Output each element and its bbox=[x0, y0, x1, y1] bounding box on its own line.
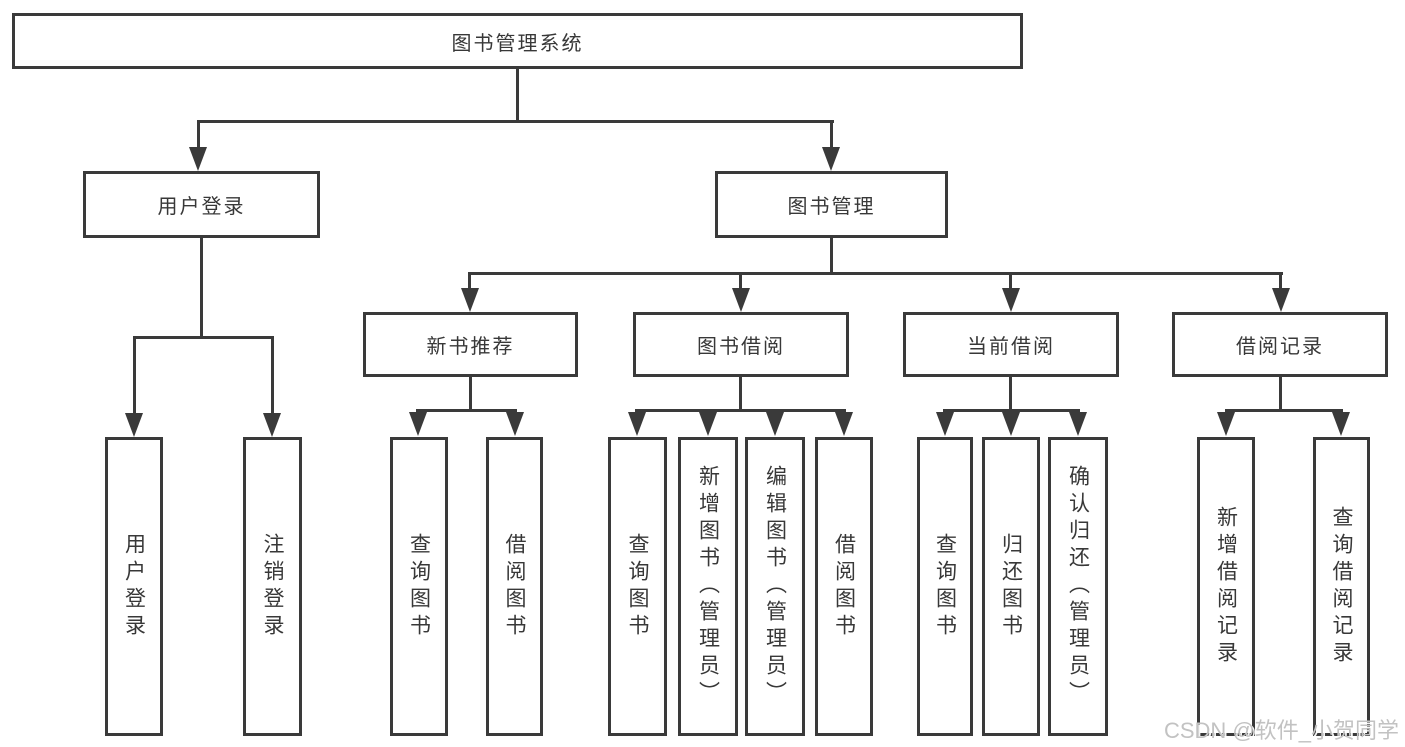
connector-line bbox=[1225, 409, 1343, 412]
connector-line bbox=[200, 238, 203, 336]
arrowhead-down-icon bbox=[699, 412, 717, 436]
leaf-user-login: 用户登录 bbox=[105, 437, 163, 736]
leaf-borrowing-edit-books-admin: 编辑图书（管理员） bbox=[745, 437, 805, 736]
arrowhead-down-icon bbox=[1332, 412, 1350, 436]
leaf-user-login-label: 用户登录 bbox=[122, 532, 146, 641]
node-user-login-branch-label: 用户登录 bbox=[157, 196, 246, 218]
node-new-book-recommend-label: 新书推荐 bbox=[426, 336, 515, 358]
connector-line bbox=[739, 272, 742, 290]
connector-line bbox=[635, 409, 846, 412]
leaf-current-confirm-return-admin: 确认归还（管理员） bbox=[1048, 437, 1108, 736]
connector-line bbox=[469, 377, 472, 409]
node-book-management-branch-label: 图书管理 bbox=[787, 196, 876, 218]
node-book-borrowing: 图书借阅 bbox=[633, 312, 849, 377]
arrowhead-down-icon bbox=[822, 147, 840, 171]
leaf-records-query-record: 查询借阅记录 bbox=[1313, 437, 1370, 736]
node-new-book-recommend: 新书推荐 bbox=[363, 312, 578, 377]
connector-line bbox=[516, 69, 519, 120]
arrowhead-down-icon bbox=[506, 412, 524, 436]
connector-line bbox=[133, 336, 274, 339]
leaf-current-return-books-label: 归还图书 bbox=[999, 532, 1023, 641]
node-borrowing-records-label: 借阅记录 bbox=[1236, 336, 1324, 358]
leaf-borrowing-edit-books-admin-label: 编辑图书（管理员） bbox=[763, 465, 787, 708]
leaf-current-query-books: 查询图书 bbox=[917, 437, 973, 736]
connector-line bbox=[830, 120, 833, 149]
connector-line bbox=[271, 336, 274, 413]
connector-line bbox=[943, 409, 1080, 412]
node-borrowing-records: 借阅记录 bbox=[1172, 312, 1388, 377]
node-current-borrowing: 当前借阅 bbox=[903, 312, 1119, 377]
node-root: 图书管理系统 bbox=[12, 13, 1023, 69]
connector-line bbox=[1009, 377, 1012, 409]
leaf-current-confirm-return-admin-label: 确认归还（管理员） bbox=[1066, 465, 1090, 708]
leaf-records-add-record-label: 新增借阅记录 bbox=[1214, 505, 1238, 668]
leaf-records-query-record-label: 查询借阅记录 bbox=[1330, 505, 1353, 668]
connector-line bbox=[739, 377, 742, 409]
leaf-records-add-record: 新增借阅记录 bbox=[1197, 437, 1255, 736]
connector-line bbox=[133, 336, 136, 413]
leaf-current-query-books-label: 查询图书 bbox=[933, 532, 957, 641]
arrowhead-down-icon bbox=[1217, 412, 1235, 436]
arrowhead-down-icon bbox=[125, 413, 143, 437]
connector-line bbox=[1279, 272, 1282, 290]
arrowhead-down-icon bbox=[936, 412, 954, 436]
leaf-borrowing-borrow-books: 借阅图书 bbox=[815, 437, 873, 736]
connector-line bbox=[197, 120, 834, 123]
leaf-newrec-borrow-books: 借阅图书 bbox=[486, 437, 543, 736]
connector-line bbox=[830, 238, 833, 272]
leaf-borrowing-add-books-admin: 新增图书（管理员） bbox=[678, 437, 738, 736]
node-user-login-branch: 用户登录 bbox=[83, 171, 320, 238]
connector-line bbox=[416, 409, 517, 412]
node-current-borrowing-label: 当前借阅 bbox=[967, 336, 1055, 358]
node-root-label: 图书管理系统 bbox=[451, 32, 584, 55]
leaf-newrec-query-books: 查询图书 bbox=[390, 437, 448, 736]
leaf-current-return-books: 归还图书 bbox=[982, 437, 1040, 736]
arrowhead-down-icon bbox=[409, 412, 427, 436]
arrowhead-down-icon bbox=[461, 288, 479, 312]
arrowhead-down-icon bbox=[628, 412, 646, 436]
connector-line bbox=[1009, 272, 1012, 290]
arrowhead-down-icon bbox=[835, 412, 853, 436]
connector-line bbox=[468, 272, 1283, 275]
leaf-borrowing-query-books-label: 查询图书 bbox=[626, 532, 649, 641]
node-book-borrowing-label: 图书借阅 bbox=[697, 336, 785, 358]
leaf-logout: 注销登录 bbox=[243, 437, 302, 736]
leaf-newrec-query-books-label: 查询图书 bbox=[407, 532, 431, 641]
connector-line bbox=[197, 120, 200, 149]
arrowhead-down-icon bbox=[1002, 412, 1020, 436]
arrowhead-down-icon bbox=[189, 147, 207, 171]
arrowhead-down-icon bbox=[766, 412, 784, 436]
leaf-newrec-borrow-books-label: 借阅图书 bbox=[503, 532, 526, 641]
arrowhead-down-icon bbox=[263, 413, 281, 437]
connector-line bbox=[468, 272, 471, 290]
arrowhead-down-icon bbox=[1272, 288, 1290, 312]
arrowhead-down-icon bbox=[732, 288, 750, 312]
connector-line bbox=[1279, 377, 1282, 409]
leaf-logout-label: 注销登录 bbox=[261, 532, 284, 641]
node-book-management-branch: 图书管理 bbox=[715, 171, 948, 238]
arrowhead-down-icon bbox=[1002, 288, 1020, 312]
csdn-watermark: CSDN @软件_小贺同学 bbox=[1163, 718, 1399, 743]
leaf-borrowing-borrow-books-label: 借阅图书 bbox=[832, 532, 856, 641]
leaf-borrowing-add-books-admin-label: 新增图书（管理员） bbox=[696, 465, 720, 708]
arrowhead-down-icon bbox=[1069, 412, 1087, 436]
leaf-borrowing-query-books: 查询图书 bbox=[608, 437, 667, 736]
